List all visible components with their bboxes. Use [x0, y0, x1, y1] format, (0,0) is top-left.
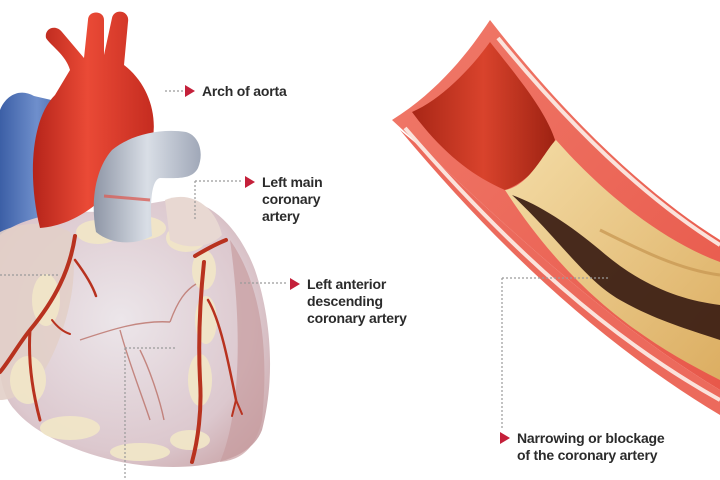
leader-lines	[0, 90, 610, 480]
label-left-main-coronary-artery: Left main coronary artery	[245, 174, 323, 225]
label-arch-of-aorta: Arch of aorta	[185, 83, 287, 100]
pointer-arrow-icon	[290, 278, 300, 290]
label-left-anterior-descending: Left anterior descending coronary artery	[290, 276, 407, 327]
pointer-arrow-icon	[245, 176, 255, 188]
label-narrowing-blockage: Narrowing or blockage of the coronary ar…	[500, 430, 665, 464]
artery-illustration	[392, 20, 720, 415]
pointer-arrow-icon	[185, 85, 195, 97]
heart-illustration	[0, 11, 271, 467]
pointer-arrow-icon	[500, 432, 510, 444]
